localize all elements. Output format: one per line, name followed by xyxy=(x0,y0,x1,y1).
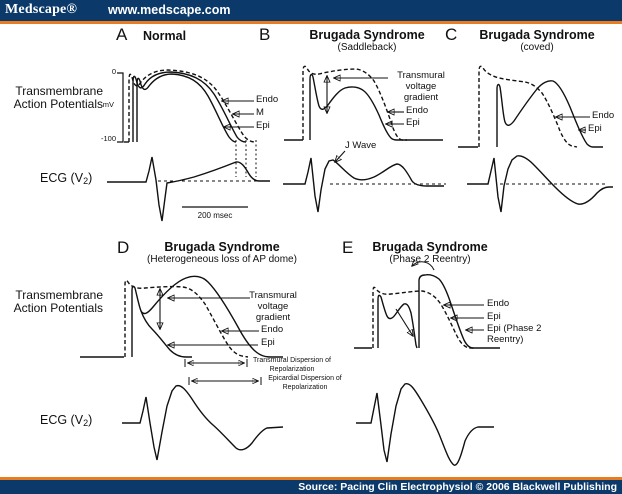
panel-b-gradient-label: Transmural voltage gradient xyxy=(397,70,445,103)
panel-d-transmural-dispersion-label: Transmural Dispersion of Repolarization xyxy=(253,357,331,373)
site-header: Medscape® www.medscape.com xyxy=(0,0,622,21)
panel-b-curves xyxy=(283,65,446,213)
panel-b-epi-label: Epi xyxy=(406,117,420,128)
axis-minus100-label: -100 xyxy=(100,134,116,143)
panel-a-curves xyxy=(107,69,270,222)
panel-a-title: Normal xyxy=(143,29,187,43)
panel-c-curves xyxy=(458,65,613,213)
panel-d-gradient-label: Transmural voltage gradient xyxy=(249,290,297,323)
panel-e-title-block: Brugada Syndrome (Phase 2 Reentry) xyxy=(355,240,505,266)
footer-orange-rule xyxy=(0,477,622,480)
panel-c-title: Brugada Syndrome xyxy=(479,28,595,42)
ecg-row2-label: ECG (V2) xyxy=(40,413,93,428)
panel-a-m-label: M xyxy=(256,107,264,118)
panel-d-epi-label: Epi xyxy=(261,337,275,348)
panel-c-title-block: Brugada Syndrome (coved) xyxy=(461,28,613,54)
panel-d-epicardial-dispersion-label: Epicardial Dispersion of Repolarization xyxy=(268,375,342,391)
panel-c-epi-label: Epi xyxy=(588,123,602,134)
scale-bar-label: 200 msec xyxy=(197,211,233,220)
panel-b-jwave-label: J Wave xyxy=(345,140,377,151)
panel-e-endo-label: Endo xyxy=(487,298,510,309)
site-url: www.medscape.com xyxy=(108,3,231,17)
header-orange-rule xyxy=(0,21,622,24)
panel-a-letter: A xyxy=(116,25,128,44)
panel-e-epi-reentry-label: Epi (Phase 2 Reentry) xyxy=(487,323,542,345)
panel-a-endo-label: Endo xyxy=(256,94,279,105)
panel-c-letter: C xyxy=(445,25,458,44)
panel-c-subtitle: (coved) xyxy=(520,42,554,53)
panel-d-letter: D xyxy=(117,238,130,257)
source-bar: Source: Pacing Clin Electrophysiol © 200… xyxy=(0,480,622,494)
panel-e-subtitle: (Phase 2 Reentry) xyxy=(389,254,471,265)
panel-d-endo-label: Endo xyxy=(261,324,284,335)
source-text: Source: Pacing Clin Electrophysiol © 200… xyxy=(298,481,617,493)
axis-0-label: 0 xyxy=(111,67,116,76)
panel-e-curves xyxy=(354,262,500,466)
panel-a-epi-label: Epi xyxy=(256,120,270,131)
panel-e-letter: E xyxy=(342,238,354,257)
panel-b-title-block: Brugada Syndrome (Saddleback) xyxy=(291,28,443,54)
panel-d-title: Brugada Syndrome xyxy=(164,240,280,254)
axis-mv-label: mV xyxy=(102,100,114,109)
panel-b-endo-label: Endo xyxy=(406,105,429,116)
panel-e-epi-label: Epi xyxy=(487,311,501,322)
ap-row2-label: Transmembrane Action Potentials xyxy=(13,288,103,315)
panel-b-subtitle: (Saddleback) xyxy=(337,42,397,53)
panel-b-letter: B xyxy=(259,25,271,44)
panel-d-title-block: Brugada Syndrome (Heterogeneous loss of … xyxy=(127,240,317,266)
panel-d-curves xyxy=(80,275,284,461)
panel-c-endo-label: Endo xyxy=(592,110,615,121)
ecg-row1-label: ECG (V2) xyxy=(40,171,93,186)
ap-row1-label: Transmembrane Action Potentials xyxy=(13,84,103,111)
medscape-logo: Medscape® xyxy=(5,2,78,17)
panel-b-title: Brugada Syndrome xyxy=(309,28,425,42)
panel-e-title: Brugada Syndrome xyxy=(372,240,488,254)
panel-d-subtitle: (Heterogeneous loss of AP dome) xyxy=(147,254,297,265)
